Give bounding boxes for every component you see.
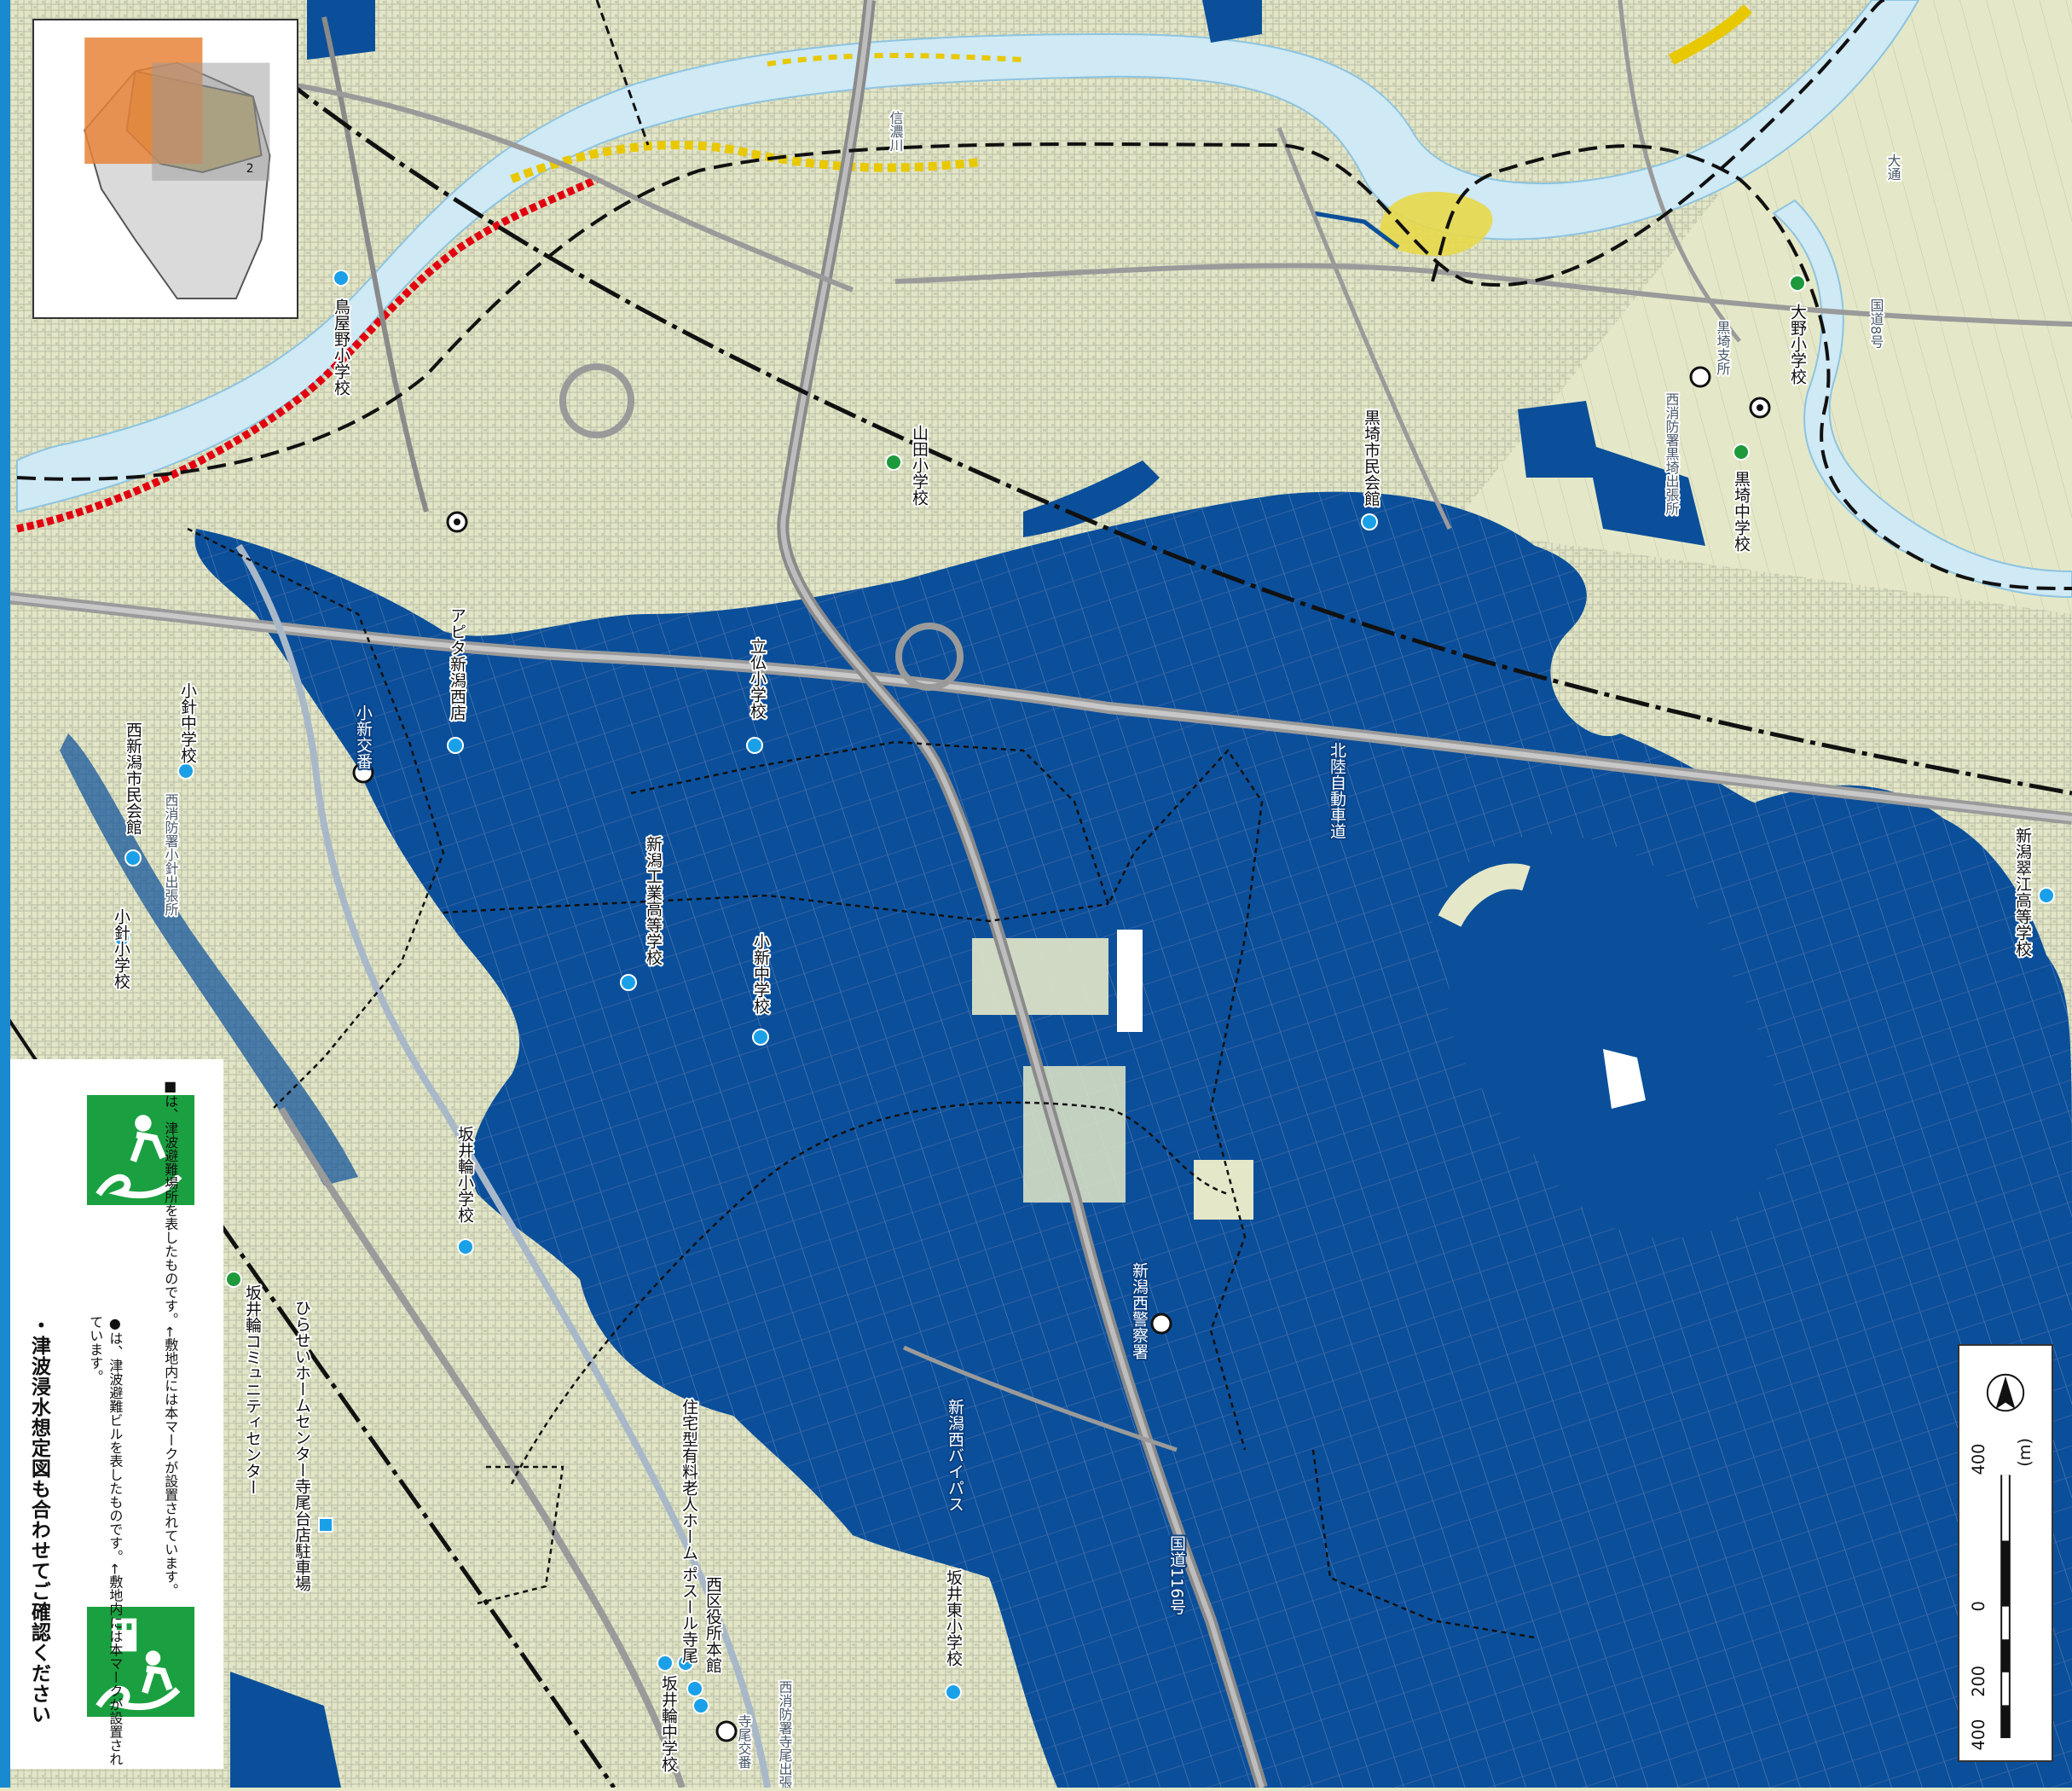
legend-note-building: ●は、津波避難ビルを表したものです。←敷地内には本マークが設置されています。 [87,1315,124,1766]
label-karasuyano-elem: 鳥屋野小学校 [332,298,350,396]
railway-line [280,75,2072,796]
label-kurosaki-jhs: 黒埼中学校 [1732,471,1751,552]
label-shinano-river: 信濃川 [888,111,904,152]
page-edge [0,0,10,1788]
label-nursing-home: 住宅型有料老人ホーム ポスール寺尾 [680,1399,698,1663]
inset-locator-map: 2 [32,19,298,319]
label-route-8: 国道8号 [1868,298,1884,349]
label-midori-hs: 新潟翠江高等学校 [2013,827,2032,957]
label-terao-koban: 寺尾交番 [736,1714,752,1769]
label-nishi-community: 西新潟市民会館 [124,722,142,835]
scale-tick-200: 200 [1969,1666,1988,1697]
label-oono-elem: 大野小学校 [1788,304,1807,385]
label-kurosaki-police: 西消防署黒埼出張所 [1664,392,1680,515]
label-aeon: アピタ新潟西店 [448,607,466,721]
label-route-116: 国道116号 [1167,1535,1186,1614]
ward-boundary [16,0,1885,481]
label-kohari-elem: 小針小学校 [112,908,130,989]
label-kosa-koban: 小新交番 [354,704,373,769]
scale-bar-panel: 400 200 0 400 (m) [1958,1344,2053,1762]
legend-note-place: ■は、津波避難場所を表したものです。←敷地内には本マークが設置されています。 [162,1078,179,1597]
label-kurosaki-community: 黒埼市民会館 [1362,409,1380,507]
label-hokuriku-exp: 北陸自動車道 [1328,742,1346,839]
north-arrow-icon [1995,1376,2016,1410]
label-sakaiwa-elem: 坂井輪小学校 [455,1126,474,1223]
label-tatsusen-elem: 立仏小学校 [748,638,767,719]
label-sakaiwa-jhs: 坂井輪中学校 [659,1675,678,1772]
label-hiraseki: ひらせいホームセンター寺尾台店駐車場 [292,1300,311,1592]
label-koshin-jhs: 小新中学校 [751,933,770,1014]
label-nishi-police: 新潟西警察署 [1130,1262,1149,1359]
scale-unit: (m) [2015,1438,2034,1467]
label-sotobori: 新潟西バイパス [946,1399,964,1512]
label-koshin-police: 西消防署小針出張所 [163,793,179,916]
scale-tick-400: 400 [1969,1444,1988,1475]
label-taiyama: 大通 [1885,154,1901,181]
tsunami-building-icon [85,1605,196,1719]
label-kohari-jhs: 小針中学校 [178,682,197,763]
flood-zone [194,491,2072,1788]
label-terao-police: 西消防署寺尾出張所 [777,1680,793,1788]
label-yamada-elem: 山田小学校 [910,425,929,506]
east-river [1772,199,2072,599]
scale-tick-400b: 400 [1969,1719,1988,1751]
label-sakaihigashi-elem: 坂井東小学校 [944,1569,963,1666]
label-nishi-tech: 新潟工業高等学校 [644,836,663,965]
scale-tick-0: 0 [1969,1601,1988,1611]
legend-title: ・津波浸水想定図も合わせてご確認ください [27,1315,50,1724]
tsunami-place-icon [85,1093,196,1207]
shinano-river [16,0,1920,513]
label-kurosaki-branch: 黒埼支所 [1715,321,1731,375]
label-ward-office: 西区役所本館 [703,1576,722,1673]
inset-area-label: 2 [246,162,254,176]
label-sakaiwa-center: 坂井輪コミュニティセンター [243,1284,262,1495]
legend-panel: ・津波浸水想定図も合わせてご確認ください ●は、津波避難ビルを表したものです。←… [10,1059,223,1769]
